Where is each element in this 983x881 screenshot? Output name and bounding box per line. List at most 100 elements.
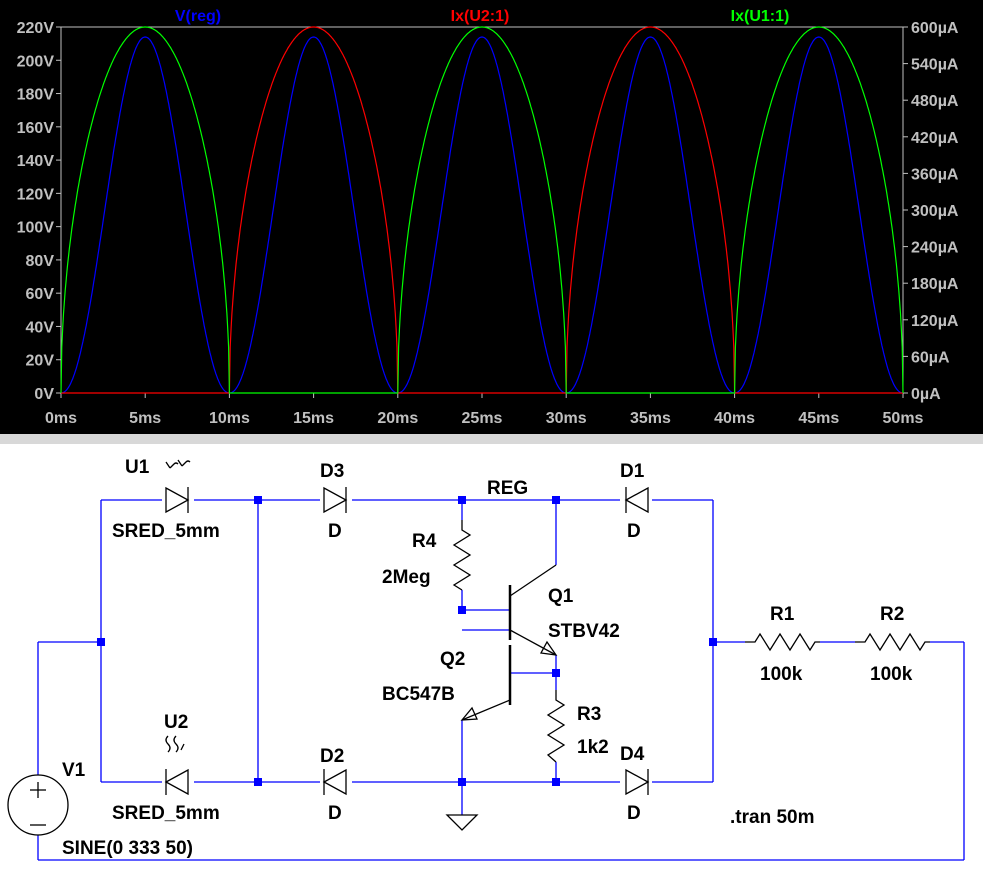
schematic-canvas[interactable]: U1 SRED_5mm U2 SRED_5mm D3 D D2 D D1 D D…	[0, 444, 983, 876]
junction-node	[552, 778, 560, 786]
v1-ref[interactable]: V1	[62, 760, 86, 781]
r3-ref[interactable]: R3	[577, 704, 601, 725]
diode-d4[interactable]	[625, 768, 650, 796]
light-arrows-icon	[165, 459, 191, 469]
u1-value[interactable]: SRED_5mm	[112, 521, 220, 542]
x-tick-label: 50ms	[883, 410, 924, 427]
plot-frame	[60, 26, 904, 394]
resistor-r3[interactable]	[546, 690, 566, 763]
y-right-tick-label: 60µA	[911, 349, 950, 366]
r3-value[interactable]: 1k2	[577, 737, 609, 758]
x-tick-label: 40ms	[714, 410, 755, 427]
y-left-tick-label: 40V	[26, 319, 55, 336]
pane-divider[interactable]	[0, 434, 983, 444]
r4-ref[interactable]: R4	[412, 531, 437, 552]
x-tick-label: 25ms	[462, 410, 503, 427]
net-label-reg[interactable]: REG	[487, 478, 528, 499]
resistor-r2[interactable]	[855, 632, 930, 652]
d1-value[interactable]: D	[627, 521, 641, 542]
x-tick-label: 35ms	[630, 410, 671, 427]
junction-node	[552, 669, 560, 677]
x-tick-label: 20ms	[377, 410, 418, 427]
trace-v-reg[interactable]	[60, 36, 904, 394]
x-tick-label: 15ms	[293, 410, 334, 427]
y-left-tick-label: 180V	[17, 87, 55, 104]
diode-d1[interactable]	[624, 486, 649, 514]
trace-name-v-reg[interactable]: V(reg)	[175, 8, 221, 25]
y-left-tick-label: 200V	[17, 53, 55, 70]
diode-d3[interactable]	[323, 486, 348, 514]
voltage-source-v1[interactable]	[7, 774, 69, 836]
y-right-tick-label: 360µA	[911, 166, 959, 183]
y-left-tick-label: 220V	[17, 20, 55, 37]
spice-directive[interactable]: .tran 50m	[730, 807, 814, 828]
junction-node	[552, 496, 560, 504]
y-right-tick-label: 0µA	[911, 386, 941, 403]
waveform-plot[interactable]: V(reg) Ix(U2:1) Ix(U1:1) 0V 20V 40V 60V 80V 1…	[0, 0, 983, 434]
y-left-tick-label: 120V	[17, 186, 55, 203]
transistor-q1[interactable]	[508, 564, 558, 656]
schematic-editor[interactable]: U1 SRED_5mm U2 SRED_5mm D3 D D2 D D1 D D…	[0, 444, 983, 876]
resistor-r1[interactable]	[745, 632, 820, 652]
r2-value[interactable]: 100k	[870, 664, 913, 685]
v1-value[interactable]: SINE(0 333 50)	[62, 838, 193, 859]
u2-ref[interactable]: U2	[164, 712, 188, 733]
y-right-tick-label: 540µA	[911, 57, 959, 74]
u1-ref[interactable]: U1	[125, 457, 150, 478]
y-left-tick-label: 0V	[34, 386, 54, 403]
d2-ref[interactable]: D2	[320, 746, 344, 767]
junction-node	[458, 496, 466, 504]
x-tick-label: 10ms	[209, 410, 250, 427]
x-tick-label: 30ms	[546, 410, 587, 427]
led-u2[interactable]	[164, 735, 189, 796]
x-tick-label: 45ms	[798, 410, 839, 427]
y-left-tick-label: 140V	[17, 153, 55, 170]
junction-node	[254, 778, 262, 786]
y-left-tick-label: 100V	[17, 220, 55, 237]
junction-nodes	[97, 496, 717, 786]
u2-value[interactable]: SRED_5mm	[112, 803, 220, 824]
y-right-tick-label: 240µA	[911, 240, 959, 257]
y-left-tick-label: 160V	[17, 120, 55, 137]
y-right-tick-label: 480µA	[911, 93, 959, 110]
q1-ref[interactable]: Q1	[548, 586, 574, 607]
resistor-r4[interactable]	[452, 520, 472, 591]
junction-node	[458, 606, 466, 614]
wires[interactable]	[37, 499, 965, 861]
junction-node	[709, 638, 717, 646]
x-tick-label: 0ms	[45, 410, 77, 427]
y-left-tick-label: 20V	[26, 353, 55, 370]
d3-value[interactable]: D	[328, 521, 342, 542]
q2-ref[interactable]: Q2	[440, 649, 465, 670]
q2-value[interactable]: BC547B	[382, 684, 455, 705]
d1-ref[interactable]: D1	[620, 461, 645, 482]
ground-symbol[interactable]	[445, 814, 479, 831]
trace-ix-u1[interactable]	[60, 26, 904, 394]
led-u1[interactable]	[165, 459, 191, 514]
diode-d2[interactable]	[322, 768, 347, 796]
x-tick-label: 5ms	[129, 410, 161, 427]
junction-node	[254, 496, 262, 504]
junction-node	[458, 778, 466, 786]
q1-value[interactable]: STBV42	[548, 621, 620, 642]
y-left-tick-label: 80V	[26, 253, 55, 270]
r1-value[interactable]: 100k	[760, 664, 803, 685]
trace-name-ix-u2[interactable]: Ix(U2:1)	[451, 8, 510, 25]
y-right-tick-label: 120µA	[911, 313, 959, 330]
y-right-tick-label: 600µA	[911, 20, 959, 37]
d4-ref[interactable]: D4	[620, 744, 645, 765]
d4-value[interactable]: D	[627, 803, 641, 824]
r4-value[interactable]: 2Meg	[382, 567, 431, 588]
d3-ref[interactable]: D3	[320, 461, 344, 482]
d2-value[interactable]: D	[328, 803, 342, 824]
waveform-viewer[interactable]: V(reg) Ix(U2:1) Ix(U1:1) 0V 20V 40V 60V 80V 1…	[0, 0, 983, 434]
transistor-q2[interactable]	[460, 645, 512, 721]
light-arrows-icon	[165, 735, 185, 753]
r1-ref[interactable]: R1	[770, 604, 795, 625]
r2-ref[interactable]: R2	[880, 604, 904, 625]
junction-node	[97, 638, 105, 646]
trace-name-ix-u1[interactable]: Ix(U1:1)	[731, 8, 790, 25]
y-left-tick-label: 60V	[26, 286, 55, 303]
y-right-tick-label: 180µA	[911, 276, 959, 293]
trace-ix-u2[interactable]	[61, 26, 903, 394]
